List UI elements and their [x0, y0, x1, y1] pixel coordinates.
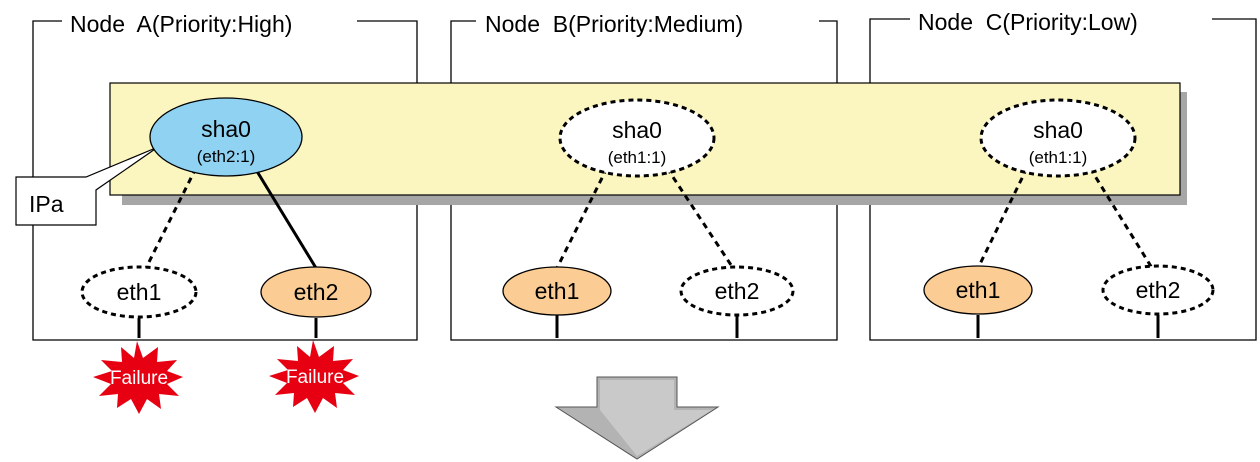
ip-callout-box [15, 146, 159, 226]
virtual-interface-name: sha0 [1033, 117, 1083, 143]
nic-label: eth1 [956, 277, 1001, 303]
down-arrow-icon [554, 376, 720, 460]
node-a-title: Node A(Priority:High) [70, 11, 292, 37]
node-a-link-eth1 [144, 167, 198, 269]
node-b-link-eth2 [665, 167, 735, 269]
links [144, 167, 1154, 269]
virtual-interface-ellipse [979, 98, 1137, 178]
node-c-link-eth2 [1088, 167, 1154, 269]
nic-ellipse [260, 266, 372, 318]
nic-label: eth1 [535, 278, 580, 304]
virtual-interface-name: sha0 [201, 116, 251, 142]
virtual-interface-name: sha0 [612, 117, 662, 143]
nic-node-a-eth1: eth1 [80, 265, 198, 319]
virtual-interface-ellipse [149, 97, 303, 177]
nic-node-a-eth2: eth2 [260, 266, 372, 318]
nic-ellipse [679, 265, 795, 317]
nic-node-b-eth1: eth1 [502, 266, 612, 316]
failure-burst-eth1: Failure [93, 341, 183, 414]
virtual-interface-sub: (eth2:1) [197, 147, 256, 166]
ip-callout-label: IPa [29, 191, 64, 217]
virtual-interface-ellipse [558, 98, 716, 178]
failure-burst-eth2: Failure [269, 340, 359, 413]
virtual-interface-node-a: sha0 (eth2:1) [149, 97, 303, 177]
nic-label: eth2 [1136, 277, 1181, 303]
virtual-interface-sub: (eth1:1) [608, 148, 667, 167]
node-boxes [32, 18, 1257, 341]
virtual-interface-node-b: sha0 (eth1:1) [558, 98, 716, 178]
virtual-interface-sub: (eth1:1) [1029, 148, 1088, 167]
down-arrow-highlight [600, 380, 712, 456]
node-b-box [450, 20, 838, 341]
nic-node-b-eth2: eth2 [679, 265, 795, 317]
nic-node-c-eth1: eth1 [923, 265, 1033, 315]
node-a-box [32, 20, 418, 341]
failure-burst-icon [93, 341, 183, 414]
failure-label: Failure [110, 368, 168, 389]
virtual-interface-node-c: sha0 (eth1:1) [979, 98, 1137, 178]
node-c-link-eth1 [976, 167, 1029, 269]
nic-node-c-eth2: eth2 [1101, 264, 1215, 316]
nic-label: eth1 [117, 279, 162, 305]
nic-label: eth2 [294, 279, 339, 305]
node-b-link-eth1 [555, 167, 609, 269]
node-c-title: Node C(Priority:Low) [918, 9, 1138, 35]
failure-label: Failure [286, 367, 344, 388]
node-a-link-eth2 [253, 167, 318, 269]
nic-stubs [137, 315, 1160, 338]
node-b-title: Node B(Priority:Medium) [485, 11, 743, 37]
nic-ellipse [1101, 264, 1215, 316]
nic-ellipse [80, 265, 198, 319]
failure-burst-icon [269, 340, 359, 413]
nic-ellipse [502, 266, 612, 316]
ip-callout: IPa [15, 146, 159, 226]
nic-ellipse [923, 265, 1033, 315]
nic-label: eth2 [715, 278, 760, 304]
node-c-box [869, 18, 1257, 341]
